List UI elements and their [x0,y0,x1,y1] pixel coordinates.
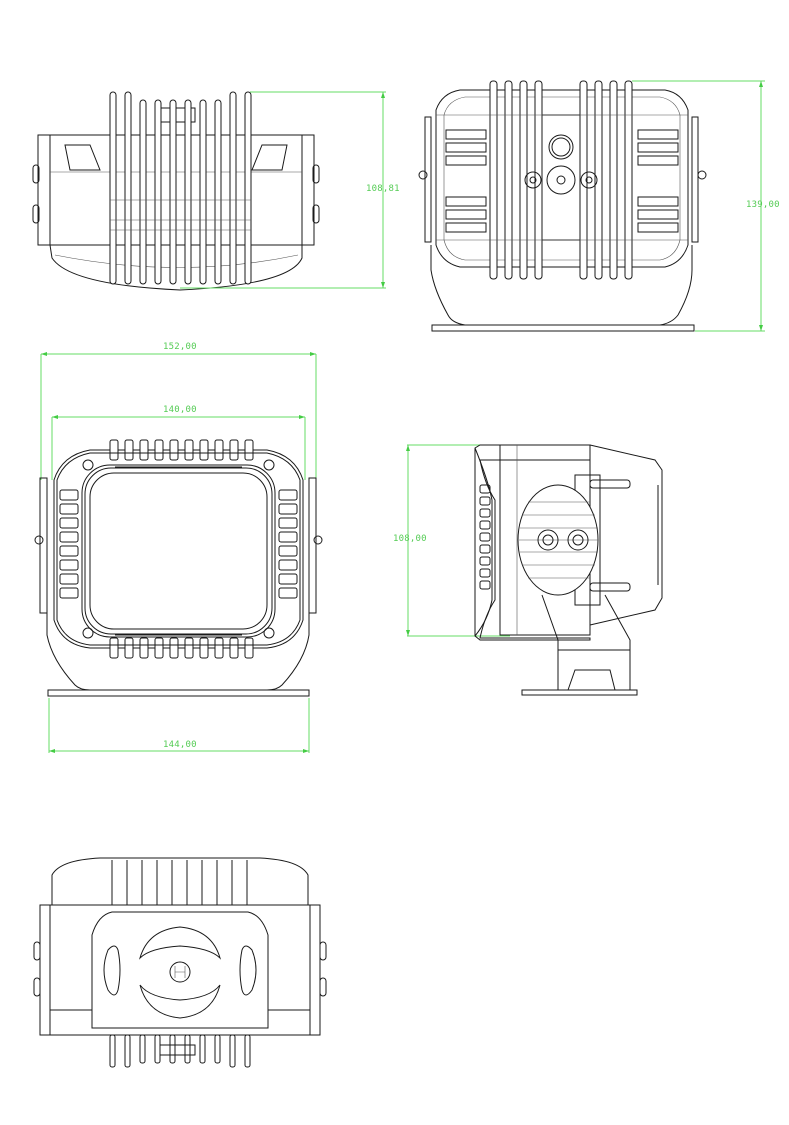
side-view-drawing [406,444,663,696]
dimension-label-base-width: 144,00 [163,740,197,750]
pivot-disk [517,484,599,596]
front-view [30,340,330,760]
side-bezel-slots [479,484,491,590]
bottom-view [30,850,330,1070]
rear-view-drawing [418,80,765,332]
rear-view [418,75,765,335]
dimension-label-rear-height: 139,00 [746,200,780,210]
dimension-label-front-overall-width: 152,00 [163,342,197,352]
rear-heatsink-fins [489,80,633,280]
top-view-drawing [32,91,386,291]
lens [81,464,276,638]
mounting-plate [91,911,269,1029]
heatsink-fins [109,91,252,285]
dimension-front-overall-width [40,352,317,480]
front-view-drawing [34,352,323,753]
bottom-fins-upper [111,860,248,905]
bottom-fins-lower [109,1034,251,1068]
top-view [30,80,390,295]
dimension-rear-height [632,80,765,332]
front-frame-fins [109,439,254,659]
dimension-side-height [406,444,510,637]
dimension-label-front-housing-width: 140,00 [163,405,197,415]
dimension-front-housing-width [51,415,306,480]
dimension-top-height [180,91,386,289]
front-side-slots [59,489,298,599]
side-view [400,440,680,700]
dimension-label-side-height: 108,00 [393,534,427,544]
dimension-label-top-height: 108,81 [366,184,400,194]
dimension-base-width [48,698,310,753]
bottom-view-drawing [33,857,327,1068]
side-cooling-slots [445,129,679,233]
